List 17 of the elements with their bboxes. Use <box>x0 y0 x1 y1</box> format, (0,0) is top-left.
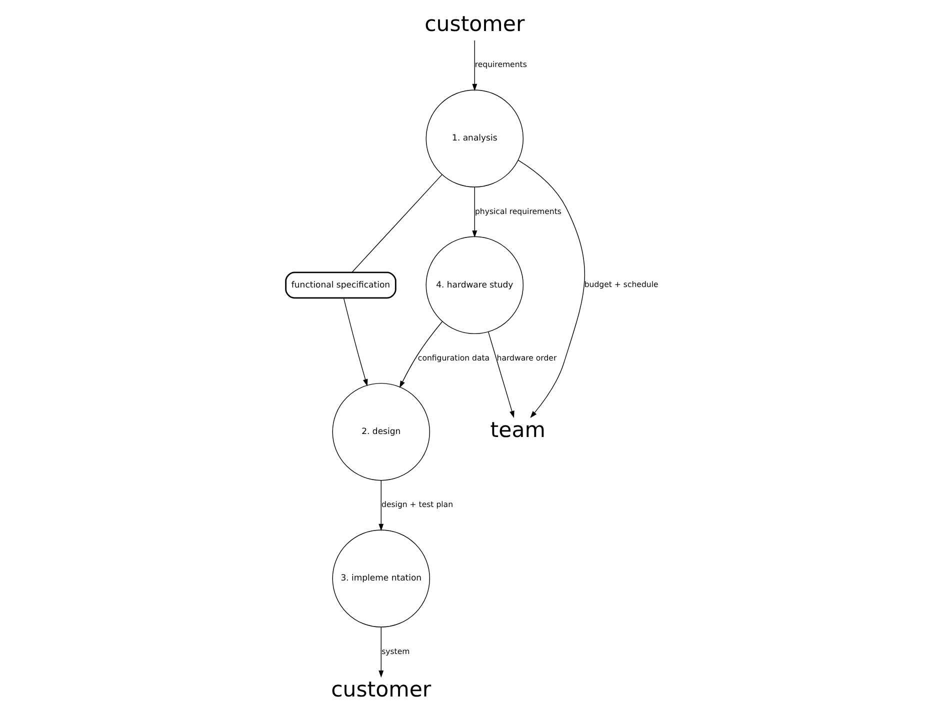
arrow <box>472 186 478 238</box>
arrow <box>378 627 384 678</box>
node-circle: 3. impleme ntation <box>332 530 430 628</box>
arrow <box>400 321 443 388</box>
connector <box>352 174 442 273</box>
arrow <box>472 40 478 91</box>
node-circle: 4. hardware study <box>426 236 524 334</box>
arrow <box>518 160 586 418</box>
arrow <box>488 331 514 418</box>
arrow <box>343 298 368 386</box>
arrow <box>378 480 384 531</box>
node-text: team <box>490 418 546 444</box>
node-circle: 1. analysis <box>426 90 524 188</box>
node-circle: 2. design <box>332 382 430 481</box>
node-text: customer <box>331 677 432 702</box>
node-text: customer <box>424 12 525 38</box>
node-box: functional specification <box>285 272 396 299</box>
